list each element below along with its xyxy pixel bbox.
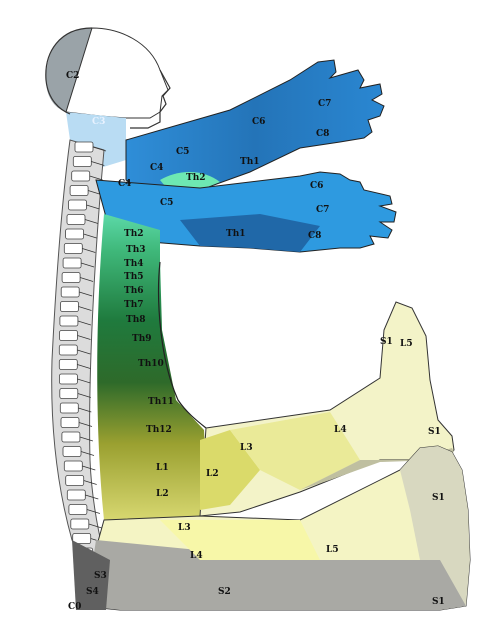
vertebra <box>66 476 84 486</box>
label-c8-lower: C8 <box>308 231 321 241</box>
vertebra <box>64 461 82 471</box>
vertebra <box>59 374 77 384</box>
label-c6-upper: C6 <box>252 117 265 127</box>
upper-arm <box>126 60 384 196</box>
vertebra <box>61 302 79 312</box>
vertebra <box>59 360 77 370</box>
label-th9: Th9 <box>132 334 152 344</box>
vertebra <box>62 432 80 442</box>
label-th8: Th8 <box>126 315 146 325</box>
upper-arm-shape <box>126 60 384 196</box>
label-th12: Th12 <box>146 425 172 435</box>
label-c5-arm: C5 <box>176 147 189 157</box>
label-th1-upper: Th1 <box>240 157 260 167</box>
label-c2: C2 <box>66 71 79 81</box>
label-l4-upper: L4 <box>334 425 347 435</box>
label-th10: Th10 <box>138 359 164 369</box>
label-th5: Th5 <box>124 272 144 282</box>
vertebra <box>69 200 87 210</box>
label-l5-lower: L5 <box>326 545 339 555</box>
label-s2: S2 <box>218 587 231 597</box>
label-l3-thigh: L3 <box>240 443 253 453</box>
label-s1-sole: S1 <box>432 597 445 607</box>
vertebra <box>75 142 93 152</box>
vertebra <box>60 331 78 341</box>
vertebra <box>71 519 89 529</box>
label-c3: C3 <box>92 117 105 127</box>
vertebra <box>60 389 78 399</box>
label-c4-arm: C4 <box>150 163 163 173</box>
label-c4-chest: C4 <box>118 179 131 189</box>
vertebra <box>63 258 81 268</box>
label-s1-heel: S1 <box>428 427 441 437</box>
vertebra <box>61 418 79 428</box>
label-s1-foot: S1 <box>432 493 445 503</box>
vertebra <box>62 273 80 283</box>
label-l2-thigh: L2 <box>206 469 219 479</box>
label-c5-chest: C5 <box>160 198 173 208</box>
label-s4: S4 <box>86 587 99 597</box>
vertebra <box>72 171 90 181</box>
label-l1: L1 <box>156 463 169 473</box>
label-th1-lower: Th1 <box>226 229 246 239</box>
label-th4: Th4 <box>124 259 144 269</box>
label-l3-low: L3 <box>178 523 191 533</box>
label-th2: Th2 <box>124 229 144 239</box>
label-l5-upper: L5 <box>400 339 413 349</box>
label-l2-back: L2 <box>156 489 169 499</box>
vertebra <box>60 316 78 326</box>
label-s1-toe: S1 <box>380 337 393 347</box>
label-c7-upper: C7 <box>318 99 331 109</box>
label-th3: Th3 <box>126 245 146 255</box>
label-th6: Th6 <box>124 286 144 296</box>
vertebra <box>59 345 77 355</box>
label-th7: Th7 <box>124 300 144 310</box>
label-s3: S3 <box>94 571 107 581</box>
vertebra <box>66 229 84 239</box>
vertebra <box>67 490 85 500</box>
label-c7-lower: C7 <box>316 205 329 215</box>
vertebra <box>70 186 88 196</box>
vertebra <box>64 244 82 254</box>
vertebra <box>61 287 79 297</box>
label-c0: C0 <box>68 602 81 612</box>
vertebra <box>69 505 87 515</box>
label-l4-lower: L4 <box>190 551 203 561</box>
label-th2-arm: Th2 <box>186 173 206 183</box>
label-c6-lower: C6 <box>310 181 323 191</box>
vertebra <box>73 157 91 167</box>
label-th11: Th11 <box>148 397 174 407</box>
label-c8-upper: C8 <box>316 129 329 139</box>
vertebra <box>60 403 78 413</box>
vertebra <box>67 215 85 225</box>
vertebra <box>63 447 81 457</box>
